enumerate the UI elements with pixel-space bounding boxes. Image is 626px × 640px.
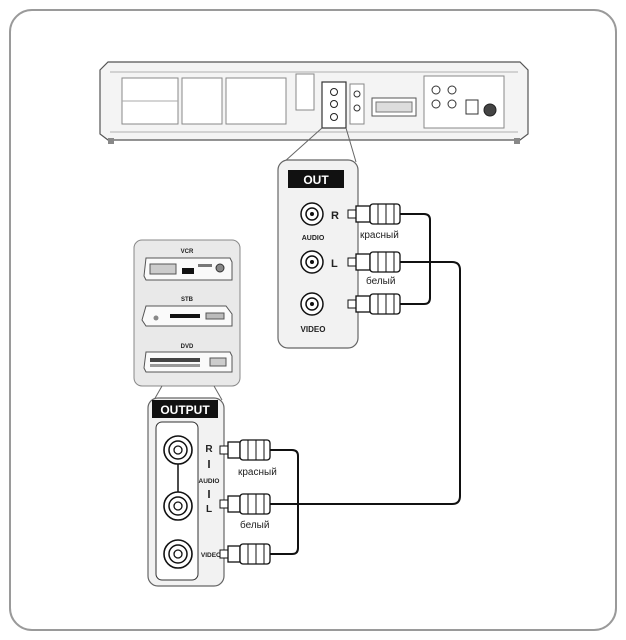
source-devices-box: VCR STB DVD [133,239,241,387]
bottom-cables [282,449,299,555]
bottom-white-cable-label: белый [240,519,269,531]
out-audio-label: AUDIO [302,235,325,242]
plug-bottom-video [219,543,282,565]
out-jack-l [300,250,324,274]
out-header: OUT [303,173,329,187]
plug-bottom-white [219,493,300,515]
output-panel: OUTPUT R AUDIO L VIDEO [147,397,225,587]
top-red-cable-label: красный [360,230,399,241]
out-jack-r [300,202,324,226]
output-jack-l [163,491,193,521]
output-r-label: R [205,444,213,455]
out-panel: OUT R AUDIO L VIDEO [277,159,359,349]
plug-top-red [347,203,412,225]
out-plugs [347,203,412,315]
out-l-label: L [331,258,338,270]
output-header-box [152,400,218,418]
top-white-cable-label: белый [366,275,395,287]
plug-bottom-red [219,439,282,461]
output-header: OUTPUT [160,403,210,417]
stb-device [141,305,233,327]
stb-label: STB [181,297,194,303]
plug-top-white [347,251,412,273]
output-plugs [219,439,300,565]
dvd-label: DVD [181,344,194,350]
output-jack-video [163,539,193,569]
output-audio-label: AUDIO [199,478,220,485]
dvd-device [143,351,233,373]
output-jack-r [163,435,193,465]
vcr-label: VCR [181,249,194,255]
recorder-rear-panel [99,61,529,144]
out-r-label: R [331,210,339,222]
top-cables [300,213,461,505]
output-video-label: VIDEO [201,552,221,559]
out-jack-video [300,292,324,316]
output-l-label: L [206,504,212,515]
vcr-device [143,257,233,281]
out-header-box [288,170,344,188]
zoom-callout-lines [283,127,357,163]
devices-callout-lines [153,385,223,401]
bottom-red-cable-label: красный [238,467,277,478]
plug-top-video [347,293,412,315]
out-video-label: VIDEO [301,325,326,334]
